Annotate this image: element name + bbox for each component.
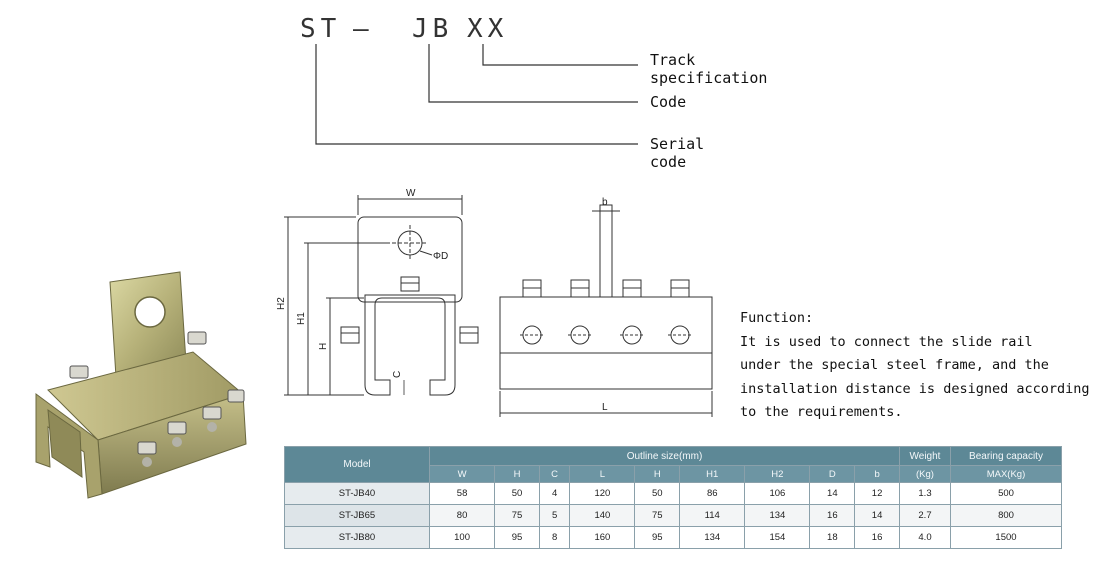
subheader: H1 [679, 465, 746, 483]
dim-w: W [406, 188, 416, 199]
dim-h: H [318, 343, 329, 350]
header-outline: Outline size(mm) [429, 446, 900, 466]
code-part-code: JB [412, 14, 454, 44]
subheader: H [494, 465, 540, 483]
table-cell: 4.0 [899, 526, 951, 549]
table-cell: 5 [538, 504, 571, 527]
table-cell: 80 [428, 504, 496, 527]
header-weight-unit: (Kg) [899, 465, 951, 483]
table-cell: 95 [634, 526, 681, 549]
label-serial-code: Serial code [650, 135, 705, 171]
table-cell: 18 [809, 526, 856, 549]
table-cell: 8 [538, 526, 571, 549]
label-track-spec: Track specification [650, 51, 768, 87]
function-title: Function: [740, 310, 814, 326]
table-cell: 114 [679, 504, 746, 527]
dim-h2: H2 [276, 297, 287, 310]
header-model: Model [284, 446, 430, 483]
function-line-2: under the special steel frame, and the [740, 357, 1049, 373]
function-line-4: to the requirements. [740, 404, 903, 420]
model-cell: ST-JB80 [284, 526, 430, 549]
table-cell: 120 [569, 482, 636, 505]
table-cell: 86 [679, 482, 746, 505]
dim-c: C [392, 371, 403, 378]
subheader: L [569, 465, 636, 483]
code-part-dash: — [353, 14, 374, 44]
table-cell: 14 [854, 504, 900, 527]
dim-h1: H1 [296, 312, 307, 325]
dim-l: L [602, 402, 608, 413]
table-cell: 4 [538, 482, 571, 505]
subheader: D [809, 465, 856, 483]
label-code: Code [650, 93, 687, 111]
subheader: H2 [744, 465, 811, 483]
table-cell: 50 [494, 482, 540, 505]
table-cell: 1.3 [899, 482, 951, 505]
code-leader-lines [315, 44, 638, 145]
table-cell: 134 [679, 526, 746, 549]
table-cell: 2.7 [899, 504, 951, 527]
table-cell: 75 [494, 504, 540, 527]
table-cell: 500 [950, 482, 1062, 505]
model-cell: ST-JB65 [284, 504, 430, 527]
technical-drawing: W H2 H1 H C ΦD b L [276, 188, 713, 417]
table-cell: 95 [494, 526, 540, 549]
table-cell: 160 [569, 526, 636, 549]
dim-b: b [602, 197, 608, 208]
table-cell: 134 [744, 504, 811, 527]
subheader: C [538, 465, 571, 483]
model-cell: ST-JB40 [284, 482, 430, 505]
table-cell: 800 [950, 504, 1062, 527]
subheader: H [634, 465, 681, 483]
dim-d: ΦD [433, 251, 448, 262]
table-cell: 58 [428, 482, 496, 505]
header-bearing-unit: MAX(Kg) [950, 465, 1062, 483]
table-cell: 100 [428, 526, 496, 549]
table-cell: 140 [569, 504, 636, 527]
table-cell: 14 [809, 482, 856, 505]
table-cell: 1500 [950, 526, 1062, 549]
table-cell: 16 [809, 504, 856, 527]
subheader: b [854, 465, 900, 483]
table-cell: 106 [744, 482, 811, 505]
table-cell: 12 [854, 482, 900, 505]
function-description: Function: It is used to connect the slid… [740, 307, 1100, 425]
function-line-1: It is used to connect the slide rail [740, 333, 1033, 350]
table-cell: 16 [854, 526, 900, 549]
product-photo [35, 271, 247, 499]
subheader: W [428, 465, 496, 483]
code-part-spec: XX [467, 14, 509, 44]
table-cell: 50 [634, 482, 681, 505]
function-line-3: installation distance is designed accord… [740, 380, 1090, 397]
spec-table: Model Outline size(mm) Weight Bearing ca… [284, 446, 1062, 549]
code-part-serial: ST [300, 14, 342, 44]
table-cell: 154 [744, 526, 811, 549]
header-bearing: Bearing capacity [950, 446, 1062, 466]
table-cell: 75 [634, 504, 681, 527]
header-weight: Weight [899, 446, 951, 466]
